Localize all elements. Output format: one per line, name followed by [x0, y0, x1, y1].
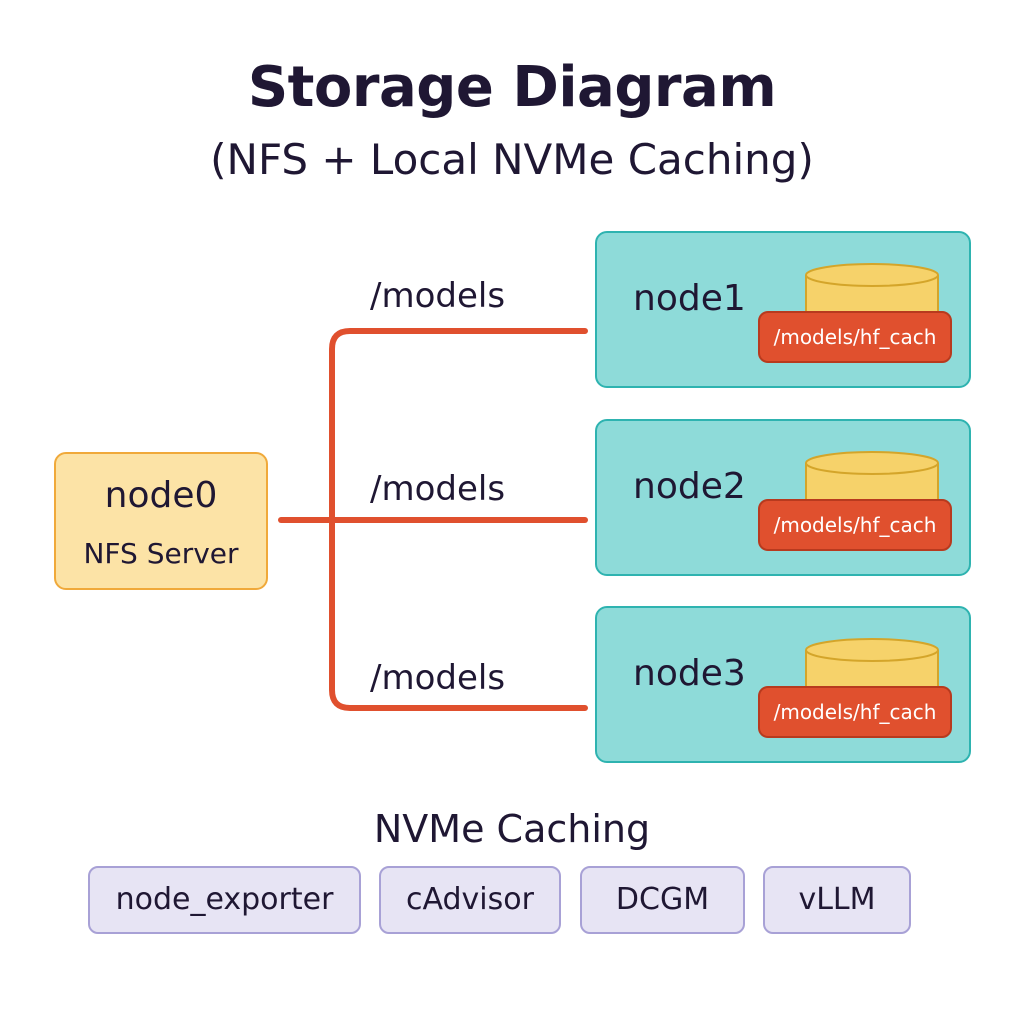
tag-cadvisor: cAdvisor — [379, 866, 561, 934]
server-role: NFS Server — [83, 537, 239, 570]
compute-node-1: node1 /models/hf_cach — [595, 231, 971, 388]
cache-path-badge: /models/hf_cach — [758, 686, 952, 738]
mount-label-node3: /models — [370, 658, 506, 698]
cache-path-badge: /models/hf_cach — [758, 499, 952, 551]
cache-path-badge: /models/hf_cach — [758, 311, 952, 363]
node-name: node1 — [633, 278, 746, 319]
node-name: node2 — [633, 466, 746, 507]
tag-dcgm: DCGM — [580, 866, 745, 934]
tag-node-exporter: node_exporter — [88, 866, 361, 934]
diagram-title: Storage Diagram — [247, 55, 777, 120]
nfs-server-node: node0 NFS Server — [54, 452, 268, 590]
diagram-subtitle: (NFS + Local NVMe Caching) — [210, 135, 814, 184]
node-name: node3 — [633, 653, 746, 694]
mount-label-node1: /models — [370, 276, 506, 316]
caching-section-title: NVMe Caching — [373, 807, 651, 851]
mount-label-node2: /models — [370, 469, 506, 509]
server-name: node0 — [104, 475, 218, 516]
compute-node-2: node2 /models/hf_cach — [595, 419, 971, 576]
compute-node-3: node3 /models/hf_cach — [595, 606, 971, 763]
tag-vllm: vLLM — [763, 866, 911, 934]
